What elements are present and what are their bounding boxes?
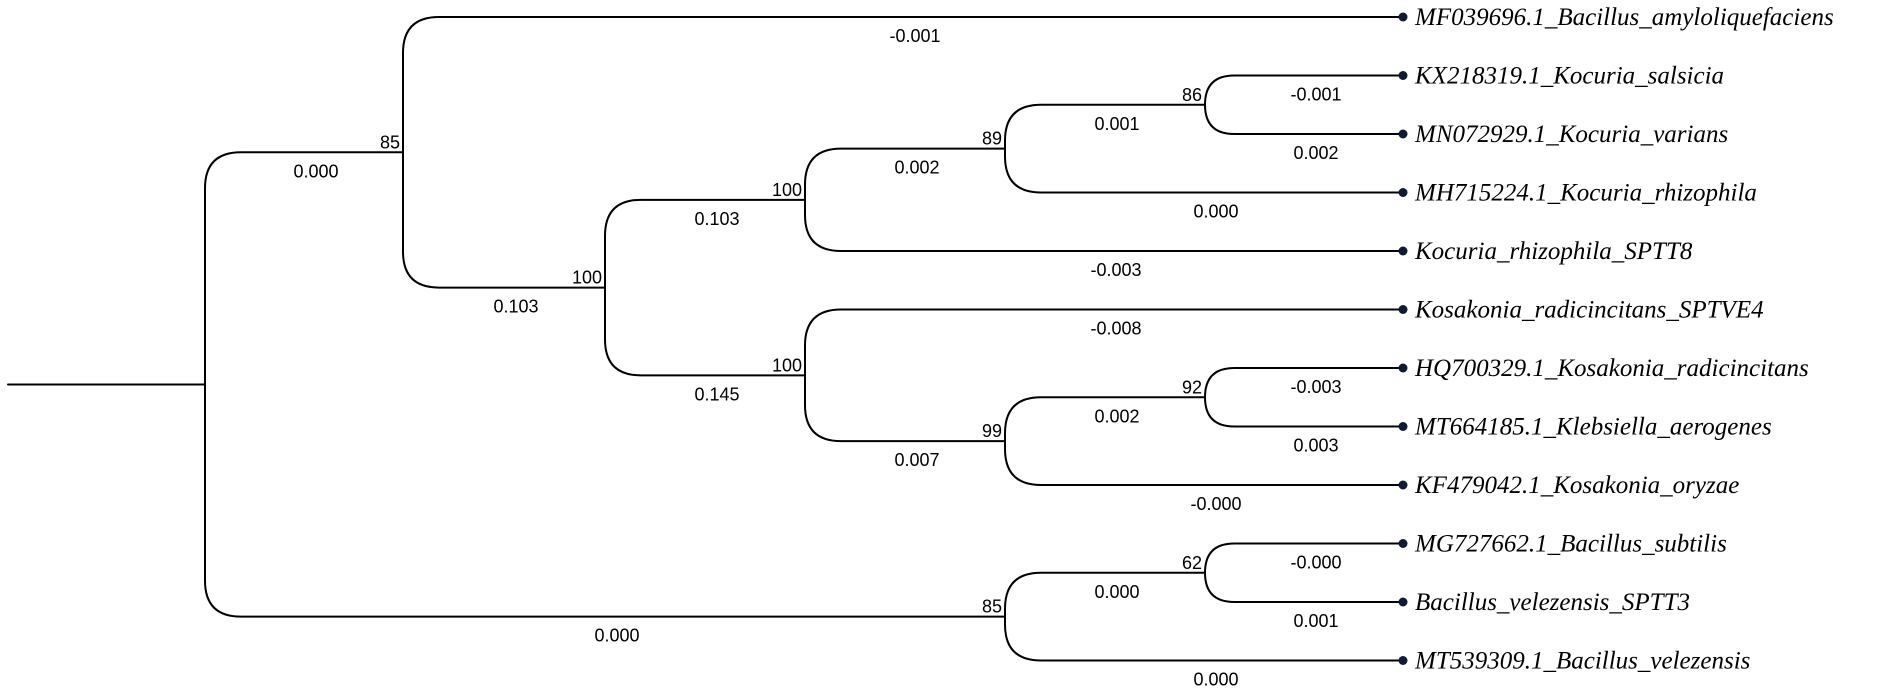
- branch-to-tip: [1204, 367, 1404, 399]
- branch-to-node-a: [204, 151, 404, 386]
- branch-to-tip: [804, 198, 1404, 252]
- branch-length-label: -0.000: [1190, 494, 1241, 514]
- bootstrap-label: 86: [1182, 85, 1202, 105]
- tip-node-dot: [1398, 188, 1408, 197]
- branch-length-label: 0.000: [1094, 582, 1139, 602]
- branch-length-label: 0.007: [894, 450, 939, 470]
- bootstrap-label: 100: [572, 268, 602, 288]
- branch-to-node-f: [402, 151, 606, 289]
- branch-to-tip: [1004, 147, 1404, 194]
- tip-node-dot: [1398, 363, 1408, 373]
- tip-node-dot: [1398, 129, 1408, 139]
- branch-length-label: 0.002: [1293, 143, 1338, 163]
- taxon-label: Kosakonia_radicincitans_SPTVE4: [1414, 297, 1764, 324]
- branch-length-label: 0.002: [1094, 406, 1139, 426]
- branch-to-tip: [1204, 396, 1404, 428]
- branch-to-node-c: [604, 198, 806, 289]
- branch-to-tip: [1204, 571, 1404, 603]
- taxon-label: Bacillus_velezensis_SPTT3: [1415, 589, 1690, 616]
- branch-length-label: 0.003: [1293, 436, 1338, 456]
- bootstrap-label: 89: [982, 129, 1002, 149]
- branch-length-label: -0.001: [889, 26, 940, 46]
- taxon-label: MN072929.1_Kocuria_varians: [1414, 121, 1728, 148]
- branch-length-label: 0.002: [894, 158, 939, 178]
- tip-node-dot: [1398, 12, 1408, 22]
- branch-to-node-g: [204, 383, 1006, 618]
- branch-to-node-b1: [1004, 103, 1206, 150]
- branch-length-label: 0.000: [1193, 670, 1238, 689]
- branch-length-label: -0.003: [1290, 377, 1341, 397]
- branch-length-label: -0.001: [1290, 85, 1341, 105]
- tip-node-dot: [1398, 305, 1408, 314]
- tip-node-dot: [1398, 422, 1408, 431]
- tip-node-dot: [1398, 539, 1408, 548]
- bootstrap-label: 100: [772, 180, 802, 200]
- bootstrap-label: 92: [1182, 377, 1202, 397]
- taxon-label: KF479042.1_Kosakonia_oryzae: [1414, 472, 1739, 499]
- branch-to-node-b: [804, 147, 1006, 201]
- branch-to-tip: [1204, 542, 1404, 574]
- bootstrap-label: 85: [380, 132, 400, 152]
- branch-length-label: 0.103: [493, 297, 538, 317]
- taxon-label: MG727662.1_Bacillus_subtilis: [1414, 531, 1727, 558]
- branch-to-node-g1: [1004, 571, 1206, 618]
- branch-to-node-d: [804, 374, 1006, 443]
- branch-to-tip: [1004, 615, 1404, 662]
- branch-to-tip: [1004, 440, 1404, 486]
- tip-node-dot: [1398, 597, 1408, 607]
- branch-length-label: 0.145: [694, 384, 739, 404]
- bootstrap-label: 62: [1182, 553, 1202, 573]
- tip-node-dot: [1398, 480, 1408, 490]
- branch-to-tip: [804, 308, 1404, 377]
- branch-to-node-e: [604, 286, 806, 377]
- branch-length-label: 0.000: [1193, 202, 1238, 222]
- bootstrap-label: 85: [982, 597, 1002, 617]
- bootstrap-label: 99: [982, 421, 1002, 441]
- taxon-label: MH715224.1_Kocuria_rhizophila: [1414, 180, 1757, 207]
- branch-length-label: -0.008: [1090, 319, 1141, 339]
- tip-node-dot: [1398, 71, 1408, 80]
- taxon-label: MF039696.1_Bacillus_amyloliquefaciens: [1414, 4, 1834, 31]
- tree-branches: [7, 16, 1404, 662]
- bootstrap-label: 100: [772, 355, 802, 375]
- branch-length-label: 0.103: [694, 209, 739, 229]
- branch-length-label: 0.001: [1293, 611, 1338, 631]
- taxon-label: MT664185.1_Klebsiella_aerogenes: [1414, 414, 1772, 441]
- taxon-label: MT539309.1_Bacillus_velezensis: [1414, 648, 1750, 675]
- tree-labels: 0.000 85 0.103 100 0.103 100 0.002 89 0.001 86 0.1…: [293, 4, 1833, 689]
- branch-length-label: 0.000: [594, 626, 639, 646]
- taxon-label: HQ700329.1_Kosakonia_radicincitans: [1414, 355, 1809, 382]
- branch-to-tip: [1204, 74, 1404, 106]
- branch-to-tip: [1204, 103, 1404, 135]
- branch-length-label: 0.001: [1094, 114, 1139, 134]
- branch-to-tip: [402, 16, 1404, 154]
- branch-length-label: -0.003: [1090, 260, 1141, 280]
- tree-tip-dots: [1398, 12, 1408, 665]
- tip-node-dot: [1398, 246, 1408, 256]
- tip-node-dot: [1398, 656, 1408, 665]
- branch-length-label: -0.000: [1290, 553, 1341, 573]
- branch-to-node-d1: [1004, 396, 1206, 443]
- taxon-label: KX218319.1_Kocuria_salsicia: [1414, 63, 1724, 90]
- taxon-label: Kocuria_rhizophila_SPTT8: [1414, 238, 1693, 265]
- branch-length-label: 0.000: [293, 161, 338, 181]
